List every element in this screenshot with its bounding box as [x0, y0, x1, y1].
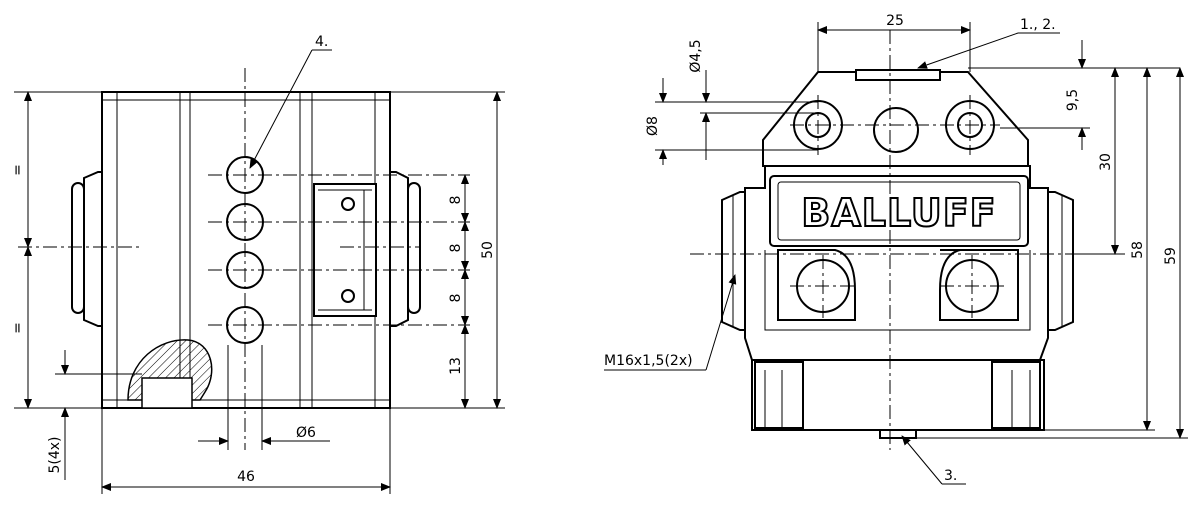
callout-bottom-label: 3.: [944, 468, 957, 484]
top-offset-label: 9,5: [1065, 89, 1081, 111]
pitch-2-label: 8: [448, 244, 464, 253]
mount-depth-label: 5(4x): [47, 436, 63, 473]
thread-label: M16x1,5(2x): [604, 353, 693, 369]
small-dia-label: Ø4,5: [688, 39, 704, 72]
left-gland-left: [71, 171, 103, 327]
side-plate: [313, 183, 377, 317]
right-view: BALLUFF 25: [604, 13, 1188, 485]
callout-4-label: 4.: [315, 34, 328, 50]
bottom-plunger: [879, 429, 917, 439]
bottom-offset-label: 13: [448, 357, 464, 375]
height-30-label: 30: [1098, 153, 1114, 171]
hole-dia-label: Ø6: [296, 425, 316, 441]
pitch-1-label: 8: [448, 196, 464, 205]
left-view: = = 50 8 8 8 13 4. Ø6 5(4x) 4: [10, 34, 505, 494]
width-46-label: 46: [237, 469, 255, 485]
left-gland-right: [389, 171, 421, 327]
eq-bottom-label: =: [10, 322, 26, 334]
height-59-label: 59: [1163, 247, 1179, 265]
balluff-logo: BALLUFF: [801, 191, 996, 235]
eq-top-label: =: [10, 164, 26, 176]
section-hatch: [127, 339, 213, 409]
top-width-label: 25: [886, 13, 904, 29]
large-dia-label: Ø8: [645, 116, 661, 136]
logo-panel: [769, 175, 1029, 247]
height-50-label: 50: [480, 241, 496, 259]
screw-icon: [341, 289, 355, 303]
callout-top-label: 1., 2.: [1020, 17, 1056, 33]
right-gland-left: [721, 191, 746, 331]
height-58-label: 58: [1130, 241, 1146, 259]
right-gland-right: [1047, 191, 1074, 331]
pitch-3-label: 8: [448, 294, 464, 303]
screw-icon: [341, 197, 355, 211]
